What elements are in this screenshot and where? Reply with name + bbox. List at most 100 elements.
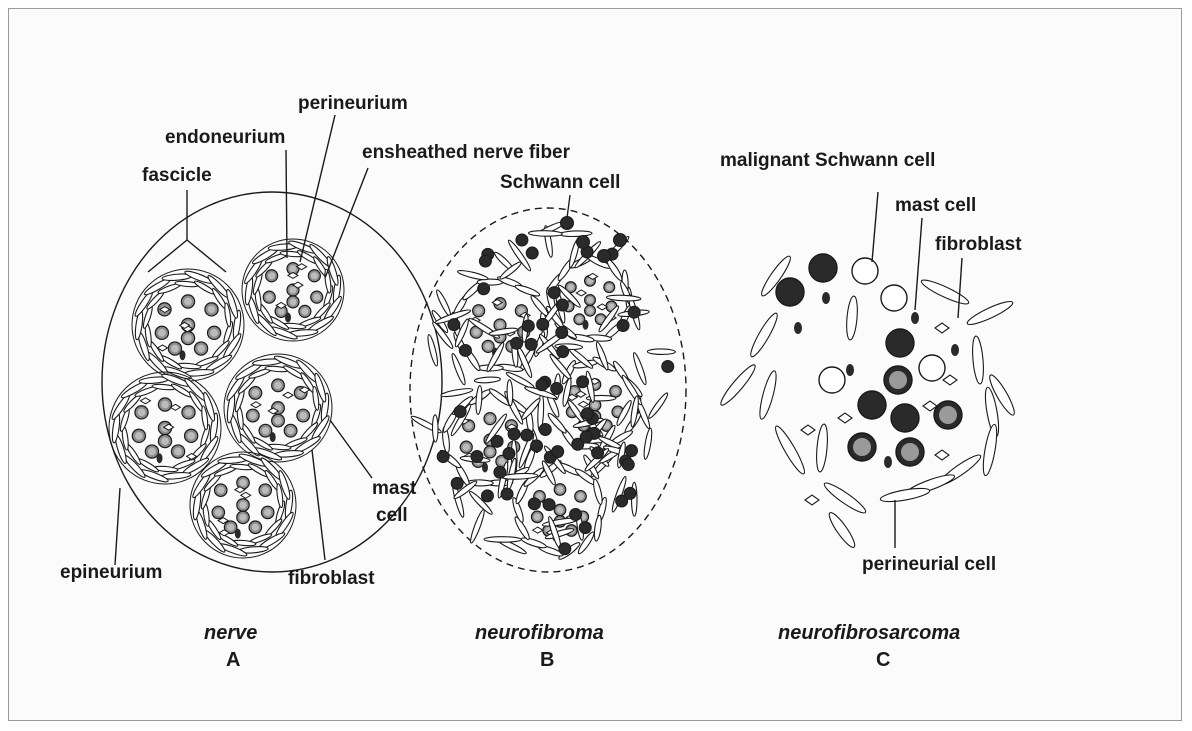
axon [266, 294, 273, 301]
fibroblast [576, 290, 586, 296]
schwann-cell [521, 429, 533, 441]
axon [210, 329, 218, 337]
axon [148, 448, 156, 456]
label-perineurium: perineurium [298, 93, 408, 114]
malignant-schwann-cell [891, 404, 919, 432]
schwann-cell [459, 344, 471, 356]
axon [215, 509, 222, 516]
label-malignant-schwann-cell: malignant Schwann cell [720, 150, 935, 171]
axon [239, 501, 246, 508]
schwann-cell [577, 236, 590, 249]
axon [587, 308, 593, 314]
cell-nucleus [853, 438, 871, 456]
schwann-cell [537, 318, 549, 330]
label-fibroblast-a: fibroblast [288, 568, 375, 589]
fibroblast-spindle [440, 387, 473, 398]
caption-nerve: nerve [204, 622, 257, 644]
fibroblast [251, 402, 261, 408]
mast-cell [482, 463, 488, 473]
mast-cell [794, 322, 802, 334]
axon [587, 297, 593, 303]
axon [534, 513, 541, 520]
axon [227, 524, 234, 531]
fibroblast [533, 527, 543, 533]
label-cell: cell [376, 505, 408, 526]
schwann-cell [508, 428, 520, 440]
fibroblast-spindle [484, 537, 521, 543]
fibroblast-spindle [507, 380, 514, 406]
schwann-cell [559, 543, 571, 555]
axon [612, 388, 619, 395]
schwann-cell [628, 306, 640, 318]
schwann-cell [479, 255, 491, 267]
axon [138, 408, 146, 416]
axon [475, 307, 482, 314]
perineurial-cell [919, 276, 970, 307]
leader-schwann-cell [567, 195, 570, 218]
schwann-cell [539, 423, 551, 435]
schwann-cell [616, 495, 628, 507]
schwann-cell [592, 447, 604, 459]
axon [161, 401, 169, 409]
fibroblast [140, 398, 150, 404]
axon [187, 432, 195, 440]
label-endoneurium: endoneurium [165, 127, 285, 148]
schwann-cell [471, 450, 483, 462]
axon [274, 417, 281, 424]
axon [487, 415, 494, 422]
perineurial-cell [826, 510, 858, 550]
perineurial-cell [757, 370, 780, 421]
schwann-cell [528, 498, 540, 510]
schwann-cell [437, 451, 449, 463]
schwann-cell [551, 382, 563, 394]
schwann-cell [570, 508, 582, 520]
malignant-schwann-cell [809, 254, 837, 282]
fibroblast [935, 450, 949, 460]
schwann-cell [494, 466, 506, 478]
cell-nucleus [901, 443, 919, 461]
letter-c: C [876, 649, 890, 671]
axon [135, 432, 143, 440]
schwann-cell [536, 379, 548, 391]
perineurial-cell [981, 424, 1000, 477]
mast-cell [822, 292, 830, 304]
cell-nucleus [889, 371, 907, 389]
letter-b: B [540, 649, 554, 671]
label-fascicle: fascicle [142, 165, 212, 186]
fascicle [109, 372, 221, 484]
perineurial-cell [815, 424, 829, 473]
caption-neurofibroma: neurofibroma [475, 622, 604, 644]
axon [174, 448, 182, 456]
malignant-schwann-cell [858, 391, 886, 419]
schwann-cell [552, 446, 564, 458]
label-mast: mast [372, 478, 417, 499]
axon [262, 487, 269, 494]
schwann-cell [625, 445, 637, 457]
axon [217, 487, 224, 494]
fibroblast-spindle [643, 428, 654, 460]
perineurial-cell [747, 311, 781, 359]
malignant-schwann-cell [919, 355, 945, 381]
perineurial-cell [593, 515, 602, 542]
axon [576, 316, 582, 322]
fibroblast-spindle [469, 509, 487, 544]
schwann-cell [617, 320, 629, 332]
axon [171, 345, 179, 353]
mast-cell [884, 456, 892, 468]
mast-cell [180, 350, 186, 360]
fibroblast [935, 323, 949, 333]
fascicle [242, 239, 344, 341]
label-epineurium: epineurium [60, 562, 162, 583]
schwann-cell [526, 247, 538, 259]
axon [606, 284, 612, 290]
fibroblast [838, 413, 852, 423]
mast-cell [951, 344, 959, 356]
perineurial-cell [521, 536, 548, 550]
axon [313, 294, 320, 301]
axon [577, 493, 584, 500]
axon [311, 272, 318, 279]
mast-cell [157, 453, 163, 463]
schwann-cell [622, 459, 634, 471]
schwann-cell [522, 320, 534, 332]
letter-a: A [226, 649, 240, 671]
